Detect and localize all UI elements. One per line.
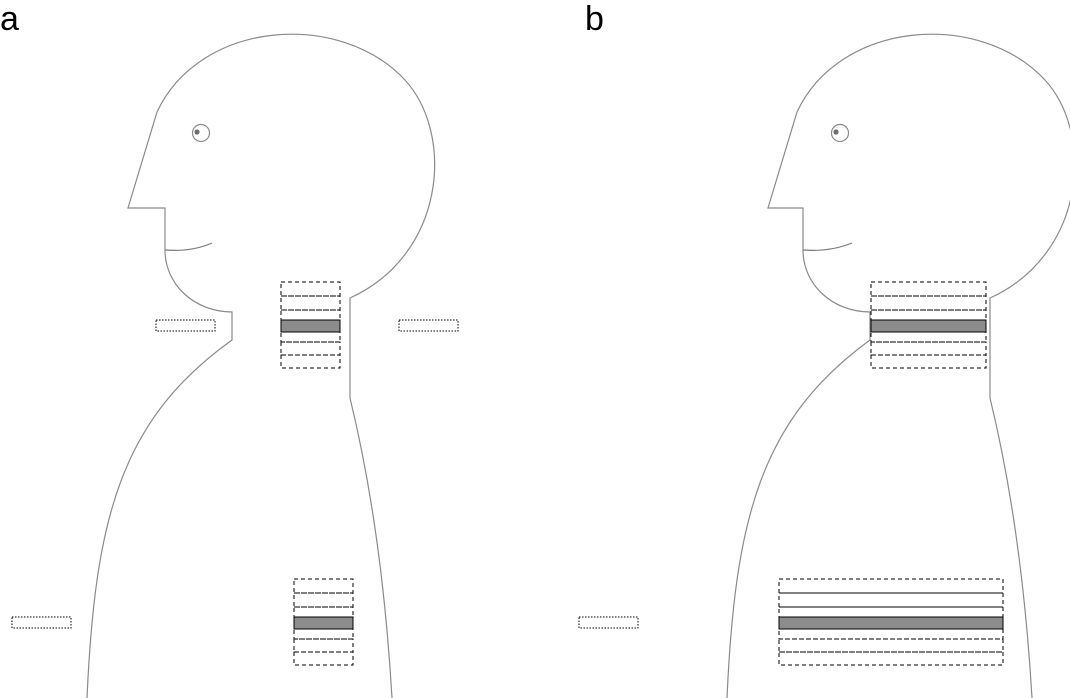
slice-dashed	[778, 628, 1004, 640]
pupil-a	[194, 129, 200, 135]
slice-dashed	[778, 651, 1004, 666]
head-body-outline-a	[86, 33, 436, 698]
panel-label-b: b	[585, 0, 604, 38]
slice-dashed	[870, 331, 987, 343]
slice-selected	[778, 616, 1004, 630]
marker-right-neck-a	[398, 319, 459, 332]
slice-selected	[293, 616, 354, 630]
panel-label-a: a	[0, 0, 19, 38]
eye-a	[191, 123, 211, 143]
head-body-outline-b	[726, 33, 1070, 698]
slice-dashed	[870, 341, 987, 356]
panel-a: a	[0, 0, 459, 698]
slice-dashed	[870, 309, 987, 321]
slice-dashed	[870, 295, 987, 311]
mouth-b	[802, 242, 853, 251]
pupil-b	[833, 129, 839, 135]
slice-dashed	[280, 341, 341, 356]
slice-dashed	[778, 592, 1004, 608]
slice-dashed	[293, 578, 354, 594]
slice-dashed	[293, 628, 354, 640]
neck-slice-stack-b	[870, 281, 987, 369]
slice-dashed	[280, 309, 341, 321]
slice-dashed	[293, 651, 354, 666]
slice-dashed	[293, 606, 354, 618]
slice-dashed	[280, 354, 341, 369]
slice-dashed	[293, 638, 354, 653]
slice-dashed	[778, 578, 1004, 594]
chest-slice-stack-a	[293, 578, 354, 666]
slice-dashed	[280, 331, 341, 343]
mouth-a	[164, 242, 213, 251]
slice-dashed	[778, 606, 1004, 618]
panel-b: b	[578, 0, 1070, 698]
marker-left-neck-a	[155, 319, 216, 332]
neck-slice-stack-a	[280, 281, 341, 369]
slice-dashed	[870, 281, 987, 297]
slice-dashed	[778, 638, 1004, 653]
slice-dashed	[280, 281, 341, 297]
slice-selected	[280, 319, 341, 333]
chest-slice-stack-b	[778, 578, 1004, 666]
slice-selected	[870, 319, 987, 333]
eye-b	[830, 123, 850, 143]
marker-left-chest-b	[578, 616, 639, 629]
marker-left-chest-a	[11, 616, 72, 629]
slice-dashed	[870, 354, 987, 369]
slice-dashed	[280, 295, 341, 311]
slice-dashed	[293, 592, 354, 608]
